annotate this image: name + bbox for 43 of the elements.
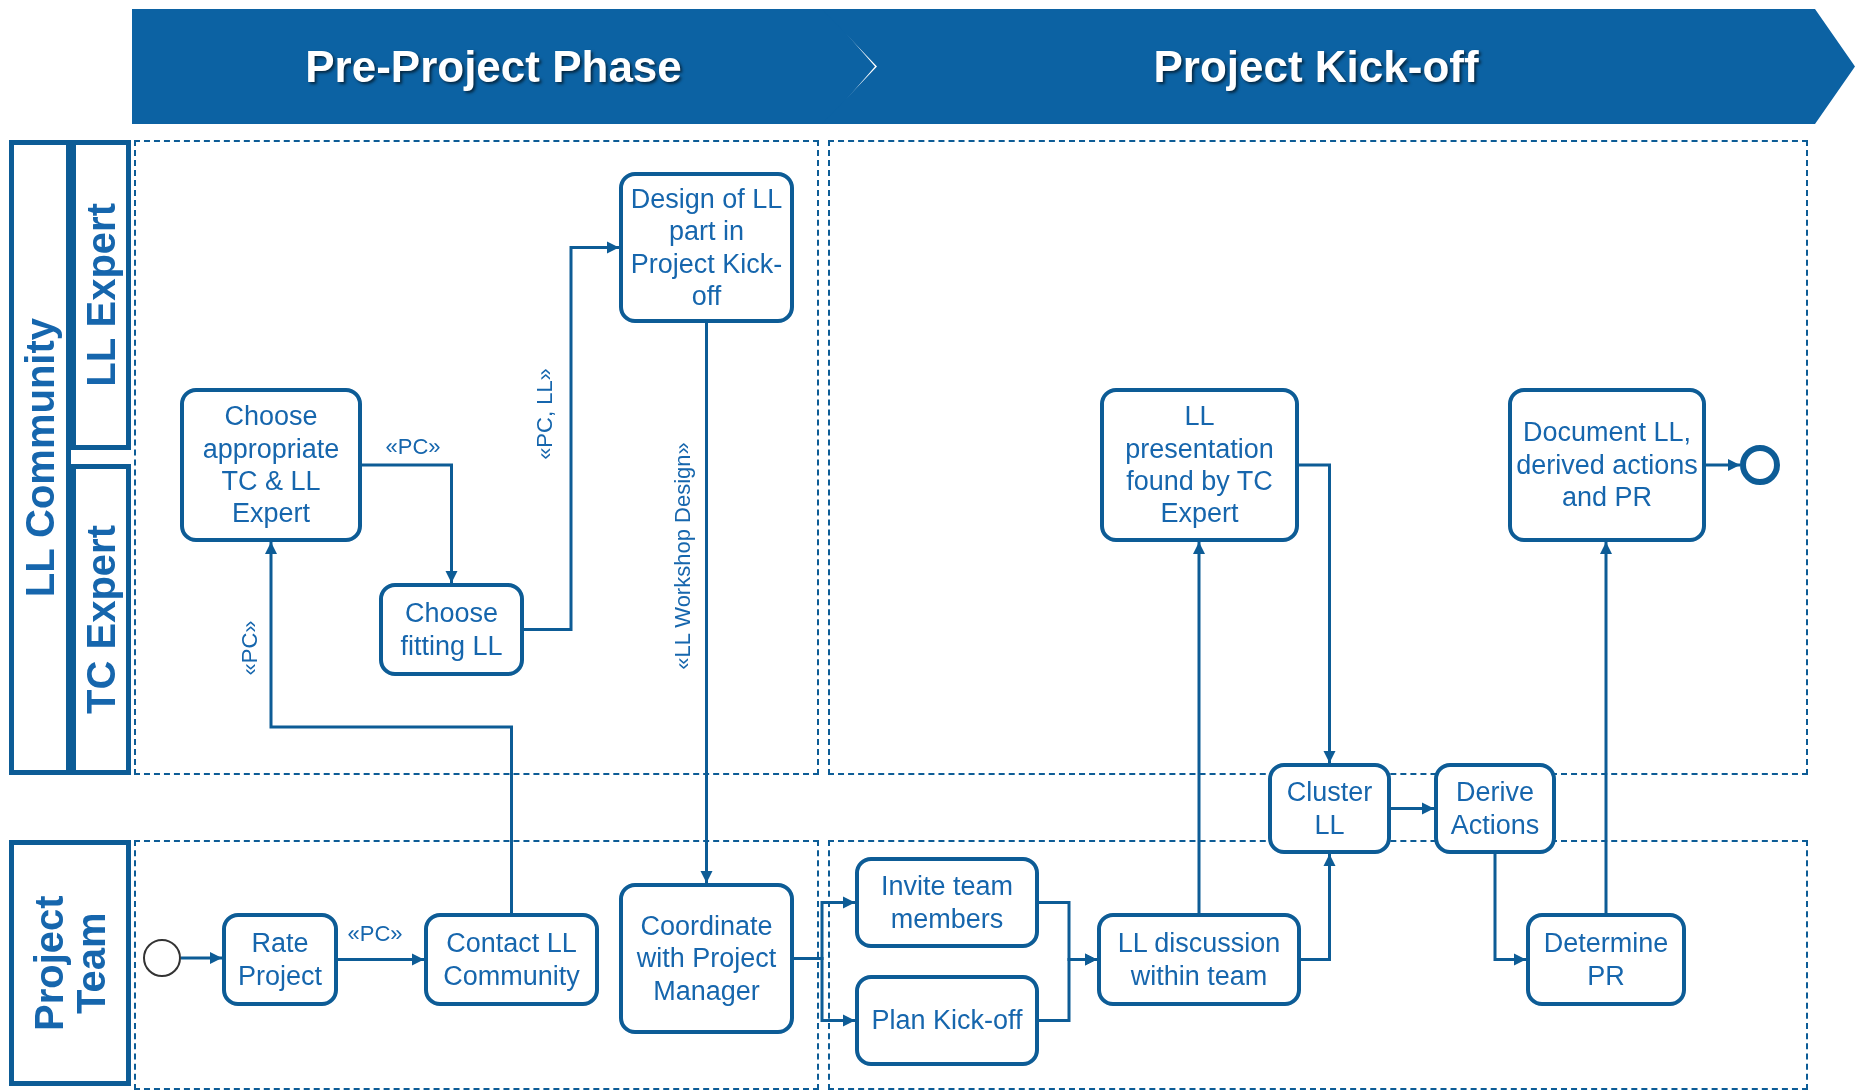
process-box: Choose fitting LL (379, 583, 524, 676)
process-box: LL discussion within team (1097, 913, 1301, 1006)
process-box: Document LL, derived actions and PR (1508, 388, 1706, 542)
swimlane-header (71, 140, 131, 450)
connector-arrow (362, 463, 458, 583)
process-box: Cluster LL (1268, 763, 1391, 854)
process-box: Choose appropriate TC & LL Expert (180, 388, 362, 542)
phase-banner (822, 9, 1855, 124)
connector-arrow (1039, 953, 1097, 1022)
process-box: Determine PR (1526, 913, 1686, 1006)
process-box: Coordinate with Project Manager (619, 883, 794, 1034)
end-event-circle (1740, 445, 1780, 485)
lane-title: TC Expert (80, 525, 122, 714)
connector-arrow (1299, 463, 1336, 763)
phase-title: Pre-Project Phase (305, 41, 682, 92)
process-box: Design of LL part in Project Kick-off (619, 172, 794, 323)
process-box: LL presentation found by TC Expert (1100, 388, 1299, 542)
connector-arrow (1493, 854, 1526, 966)
lane-title: LL Community (19, 317, 61, 598)
connector-arrow (700, 323, 713, 883)
connector-arrow (524, 241, 619, 631)
connector-arrow (1391, 802, 1434, 815)
phase-title: Project Kick-off (1153, 41, 1479, 92)
connector-arrow (794, 957, 855, 1027)
process-box: Rate Project (222, 913, 338, 1006)
process-box: Derive Actions (1434, 763, 1556, 854)
connector-arrow (265, 542, 513, 913)
swimlane-header (71, 464, 131, 775)
start-event-circle (143, 939, 181, 977)
connector-arrow (181, 952, 222, 964)
process-box: Invite team members (855, 857, 1039, 948)
lane-title: LL Expert (80, 203, 122, 387)
connector-arrow (338, 953, 424, 966)
process-box: Contact LL Community (424, 913, 599, 1006)
swimlane-header (9, 140, 71, 775)
swimlane-header (9, 840, 131, 1086)
connector-arrow (1193, 542, 1205, 913)
phase-banner (132, 9, 875, 124)
connector-arrow (1600, 542, 1612, 913)
connector-arrow (1301, 854, 1336, 961)
lane-title: Project Team (28, 894, 112, 1033)
process-box: Plan Kick-off (855, 975, 1039, 1066)
connector-arrow (1706, 459, 1740, 471)
